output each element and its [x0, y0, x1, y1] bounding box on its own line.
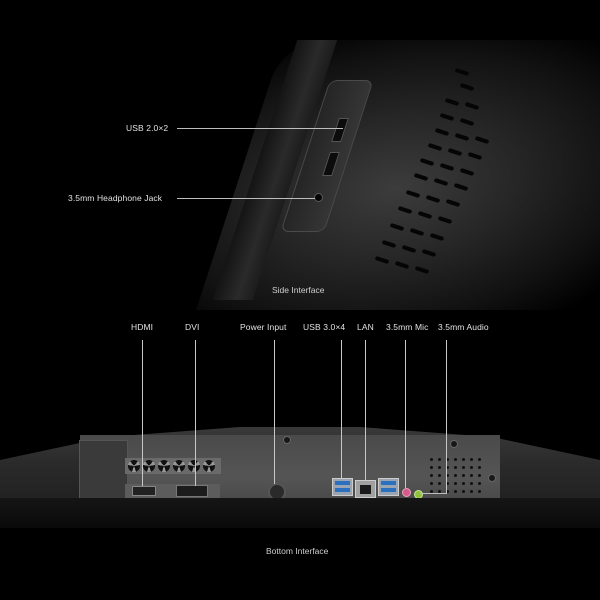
callout-line-usb3: [341, 340, 342, 478]
callout-line-dvi: [195, 340, 196, 486]
callout-line-lan: [365, 340, 366, 480]
callout-label-lan: LAN: [357, 322, 374, 332]
callout-line-usb2: [177, 128, 343, 129]
side-interface-view: USB 2.0×2 3.5mm Headphone Jack Side Inte…: [68, 40, 600, 310]
callout-line-audio: [446, 340, 447, 493]
fan-icon: [143, 460, 155, 472]
screw-icon: [488, 474, 496, 482]
callout-label-power-input: Power Input: [240, 322, 287, 332]
callout-line-headphone-jack: [177, 198, 315, 199]
usb3-port-icon: [332, 478, 353, 496]
callout-label-hdmi: HDMI: [131, 322, 154, 332]
callout-label-usb3: USB 3.0×4: [303, 322, 346, 332]
lan-port-icon: [355, 480, 376, 498]
fan-icon: [128, 460, 140, 472]
callout-label-usb2: USB 2.0×2: [126, 123, 169, 133]
access-door: [79, 440, 128, 502]
callout-line-mic: [405, 340, 406, 488]
fan-icon: [188, 460, 200, 472]
fan-icon: [203, 460, 215, 472]
screw-icon: [450, 440, 458, 448]
hdmi-port-icon: [132, 486, 156, 496]
callout-line-audio-elbow: [420, 493, 447, 494]
headphone-jack-icon: [314, 193, 323, 202]
callout-line-power-input: [274, 340, 275, 484]
callout-line-hdmi: [142, 340, 143, 486]
screw-icon: [283, 436, 291, 444]
fan-icon: [173, 460, 185, 472]
callout-label-headphone-jack: 3.5mm Headphone Jack: [68, 193, 163, 203]
mic-jack-icon: [402, 488, 411, 497]
device-bottom-foot: [0, 498, 600, 528]
callout-label-audio: 3.5mm Audio: [438, 322, 489, 332]
callout-label-mic: 3.5mm Mic: [386, 322, 429, 332]
bottom-interface-caption: Bottom Interface: [266, 546, 329, 556]
fan-icon: [158, 460, 170, 472]
dvi-port-icon: [176, 485, 208, 497]
side-interface-caption: Side Interface: [272, 285, 325, 295]
callout-label-dvi: DVI: [185, 322, 200, 332]
usb3-port-icon: [378, 478, 399, 496]
